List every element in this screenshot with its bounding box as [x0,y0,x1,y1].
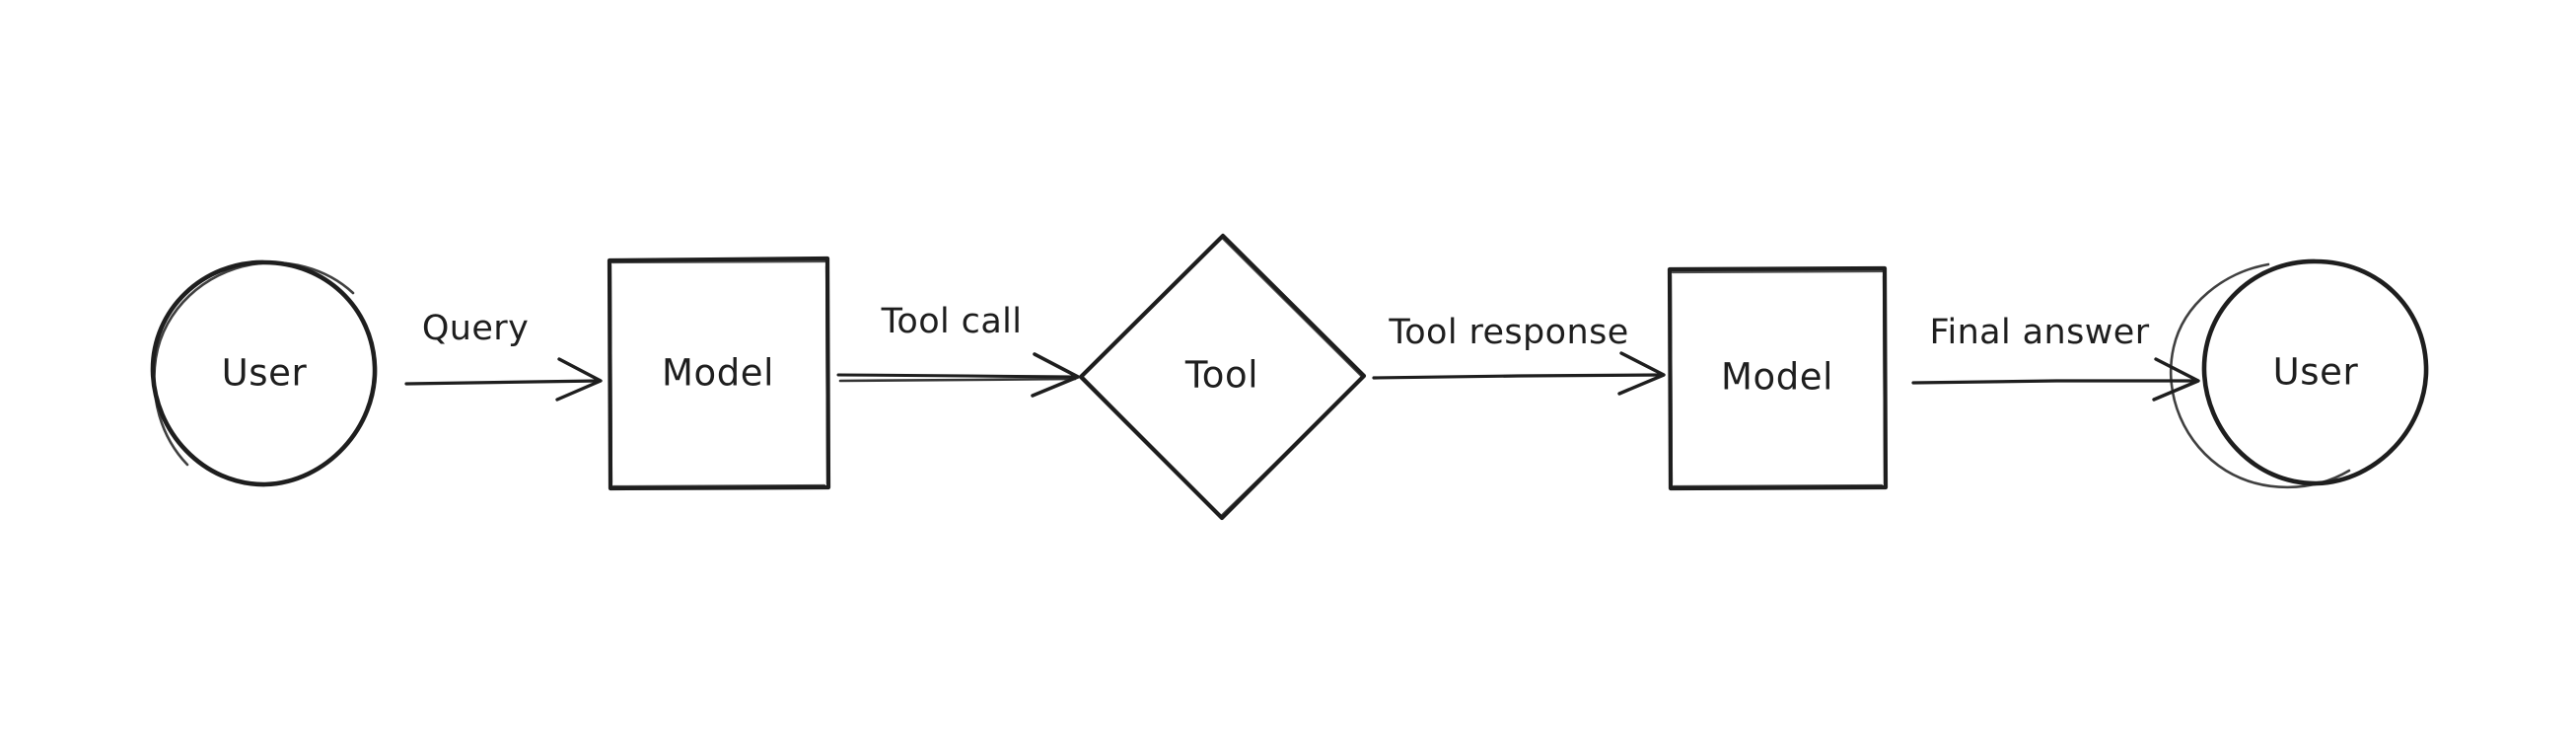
edge-label-final-answer: Final answer [1929,313,2149,352]
edge-label-tool-response: Tool response [1388,313,1628,352]
edge-tool-response-arrowhead [1617,351,1666,396]
circle-outline-secondary [153,260,355,467]
rect2-outline-secondary [1669,269,1887,488]
node-tool[interactable]: Tool [1078,233,1367,521]
edge-final-answer-line [1911,379,2199,385]
edge-tool-call[interactable]: Tool call [836,302,1080,398]
rect-outline-secondary [608,259,829,488]
circle2-outline-primary [2201,258,2429,486]
circle-outline-primary [150,259,378,487]
edge-tool-response-line [1372,373,1665,380]
node-user-end[interactable]: User [2169,258,2429,489]
node-label-tool: Tool [1184,354,1258,397]
edge-tool-response[interactable]: Tool response [1372,313,1666,396]
edge-query-arrowhead [555,357,603,402]
node-model-first[interactable]: Model [607,256,831,491]
edge-final-answer[interactable]: Final answer [1911,313,2200,402]
edge-label-tool-call: Tool call [881,302,1023,341]
edge-query[interactable]: Query [404,309,603,402]
diamond-outline-secondary [1082,237,1363,516]
node-label-model-first: Model [662,352,774,395]
edge-tool-call-arrowhead [1031,352,1080,398]
node-label-model-second: Model [1721,356,1833,399]
edge-tool-call-line-a [836,373,1079,379]
node-model-second[interactable]: Model [1667,265,1889,491]
edge-label-query: Query [422,309,529,348]
node-label-user-end: User [2273,351,2359,394]
edge-query-line [404,379,602,386]
edge-tool-call-line-b [838,377,1077,383]
circle2-outline-secondary [2169,262,2351,489]
node-label-user-start: User [222,352,308,395]
node-user-start[interactable]: User [150,259,378,487]
